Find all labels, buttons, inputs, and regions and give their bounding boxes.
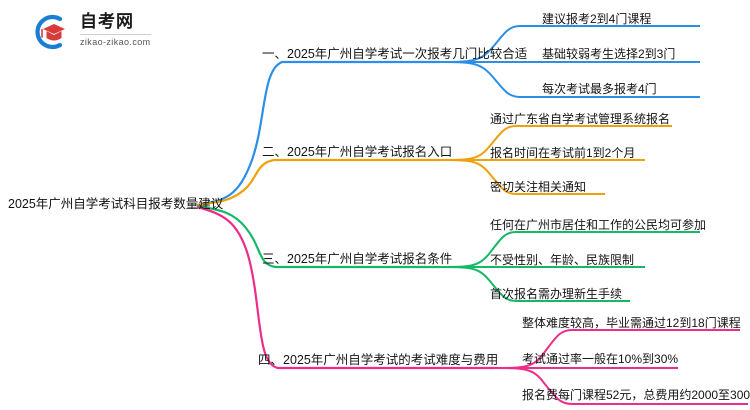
branch-1-child-3-label[interactable]: 每次考试最多报考4门 bbox=[542, 82, 657, 96]
branch-4-child-2-label[interactable]: 考试通过率一般在10%到30% bbox=[522, 352, 679, 366]
branch-2-child-1-label[interactable]: 通过广东省自学考试管理系统报名 bbox=[490, 112, 671, 126]
branch-1-child-2-label[interactable]: 基础较弱考生选择2到3门 bbox=[542, 47, 676, 61]
branch-1-child-1-label[interactable]: 建议报考2到4门课程 bbox=[542, 12, 652, 26]
logo-domain: zikao-zikao.com bbox=[80, 34, 151, 48]
connector-branch-4-child-3 bbox=[494, 367, 748, 405]
branch-3-child-2-label[interactable]: 不受性别、年龄、民族限制 bbox=[490, 253, 635, 267]
connector-branch-3-child-3 bbox=[439, 266, 630, 302]
branch-2-label[interactable]: 二、2025年广州自学考试报名入口 bbox=[262, 145, 453, 159]
connector-root-branch-1 bbox=[196, 60, 440, 207]
connector-root-branch-4 bbox=[196, 205, 495, 370]
branch-2-child-3-label[interactable]: 密切关注相关通知 bbox=[490, 180, 587, 194]
branch-2-child-2-label[interactable]: 报名时间在考试前1到2个月 bbox=[490, 146, 636, 160]
site-logo: 自考网 zikao-zikao.com bbox=[28, 10, 218, 54]
branch-3-child-3-label[interactable]: 首次报名需办理新生手续 bbox=[490, 287, 623, 301]
branch-3-child-1-label[interactable]: 任何在广州市居住和工作的公民均可参加 bbox=[490, 218, 707, 232]
branch-4-label[interactable]: 四、2025年广州自学考试的考试难度与费用 bbox=[258, 353, 499, 367]
connector-root-branch-3 bbox=[196, 204, 440, 269]
connector-root-branch-2 bbox=[196, 158, 440, 207]
root-node-label[interactable]: 2025年广州自学考试科目报考数量建议 bbox=[8, 197, 224, 211]
branch-1-label[interactable]: 一、2025年广州自学考试一次报考几门比较合适 bbox=[262, 47, 528, 61]
logo-title: 自考网 bbox=[80, 12, 134, 31]
branch-4-child-3-label[interactable]: 报名费每门课程52元，总费用约2000至3000元 bbox=[522, 388, 750, 402]
logo-text: 自考网 zikao-zikao.com bbox=[80, 12, 151, 48]
connector-branch-1-child-3 bbox=[439, 61, 700, 98]
logo-mark-icon bbox=[35, 14, 65, 50]
branch-3-label[interactable]: 三、2025年广州自学考试报名条件 bbox=[262, 252, 453, 266]
connector-branch-2-child-3 bbox=[439, 159, 605, 195]
branch-4-child-1-label[interactable]: 整体难度较高，毕业需通过12到18门课程 bbox=[522, 316, 741, 330]
